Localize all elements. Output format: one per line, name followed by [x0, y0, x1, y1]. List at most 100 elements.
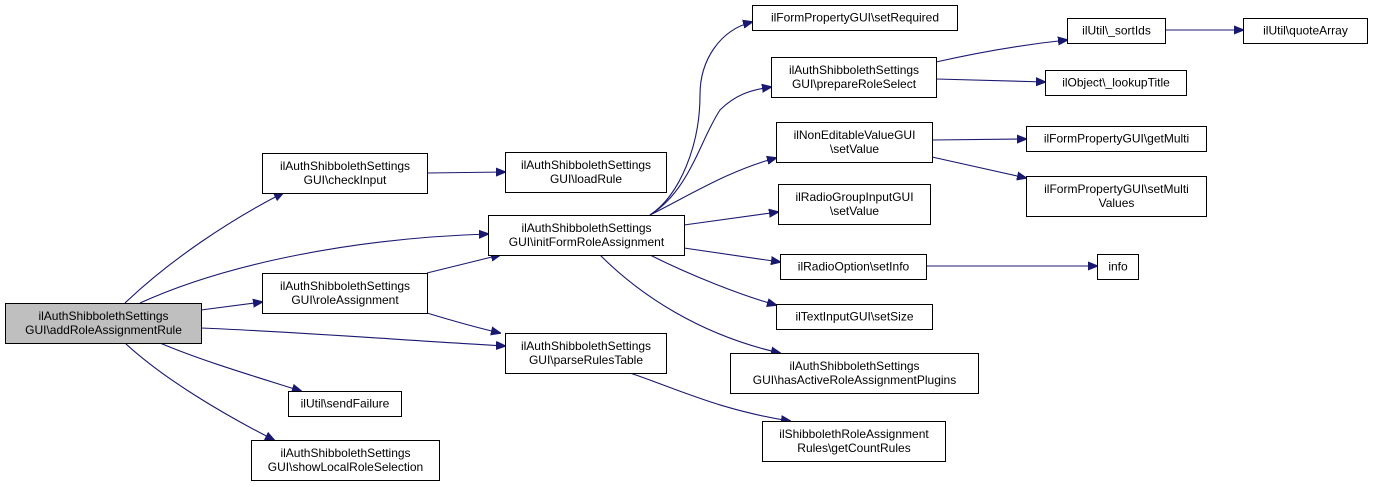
edge-n0-n2 [139, 234, 488, 304]
edge-n0-n6 [124, 342, 274, 440]
node-box [1045, 70, 1187, 96]
node-label-line: GUI\hasActiveRoleAssignmentPlugins [753, 373, 956, 387]
edge-n9-n18 [935, 79, 1045, 82]
node-n21[interactable]: info [1097, 254, 1139, 280]
node-box [730, 353, 979, 394]
node-box [776, 122, 933, 163]
edge-n3-n2 [426, 255, 500, 274]
node-n10[interactable]: ilNonEditableValueGUI\setValue [776, 122, 933, 163]
node-label-line: ilAuthShibbolethSettings [280, 279, 410, 293]
edge-n10-n20 [931, 156, 1026, 178]
node-label-line: GUI\initFormRoleAssignment [509, 235, 665, 249]
node-label-line: Rules\getCountRules [797, 441, 910, 455]
node-label-line: ilFormPropertyGUI\setRequired [771, 11, 939, 25]
node-label-line: ilObject\_lookupTitle [1062, 76, 1170, 90]
node-n9[interactable]: ilAuthShibbolethSettingsGUI\prepareRoleS… [771, 57, 937, 98]
node-label-line: ilRadioGroupInputGUI [795, 190, 913, 204]
node-box [488, 215, 685, 256]
node-label-line: \setValue [830, 204, 879, 218]
node-box [5, 303, 202, 344]
edge-n10-n19 [931, 139, 1026, 140]
node-n0[interactable]: ilAuthShibbolethSettingsGUI\addRoleAssig… [5, 303, 202, 344]
edge-n2-n9 [649, 87, 771, 216]
node-box [771, 57, 937, 98]
node-n14[interactable]: ilAuthShibbolethSettingsGUI\hasActiveRol… [730, 353, 979, 394]
node-label-line: ilUtil\sendFailure [301, 397, 390, 411]
node-n19[interactable]: ilFormPropertyGUI\getMulti [1026, 126, 1207, 152]
node-label-line: GUI\loadRule [550, 172, 622, 186]
node-label-line: ilAuthShibbolethSettings [521, 221, 651, 235]
node-box [505, 333, 667, 374]
node-box [778, 184, 931, 225]
edge-n2-n12 [683, 247, 780, 262]
node-box [776, 304, 933, 330]
edge-n3-n4 [426, 312, 500, 333]
node-n11[interactable]: ilRadioGroupInputGUI\setValue [778, 184, 931, 225]
edge-n0-n5 [159, 342, 301, 391]
edge-n4-n15 [629, 372, 790, 421]
node-n12[interactable]: ilRadioOption\setInfo [780, 254, 927, 280]
node-label-line: \setValue [830, 142, 879, 156]
node-label-line: Values [1099, 196, 1135, 210]
node-label-line: ilUtil\quoteArray [1263, 24, 1348, 38]
edge-n1-n7 [426, 172, 505, 173]
node-n2[interactable]: ilAuthShibbolethSettingsGUI\initFormRole… [488, 215, 685, 256]
nodes-layer: ilAuthShibbolethSettingsGUI\addRoleAssig… [5, 5, 1368, 481]
node-box [780, 254, 927, 280]
node-box [251, 440, 440, 481]
node-label-line: ilShibbolethRoleAssignment [779, 427, 929, 441]
node-n17[interactable]: ilUtil\quoteArray [1243, 18, 1368, 44]
node-label-line: GUI\checkInput [304, 173, 387, 187]
node-label-line: ilAuthShibbolethSettings [280, 159, 410, 173]
edge-n0-n3 [200, 302, 262, 311]
node-label-line: GUI\addRoleAssignmentRule [25, 323, 182, 337]
node-label-line: GUI\showLocalRoleSelection [268, 460, 423, 474]
node-box [1243, 18, 1368, 44]
node-box [1026, 126, 1207, 152]
node-label-line: GUI\prepareRoleSelect [792, 77, 917, 91]
node-label-line: ilAuthShibbolethSettings [521, 339, 651, 353]
node-box [505, 152, 667, 193]
node-n15[interactable]: ilShibbolethRoleAssignmentRules\getCount… [762, 421, 946, 462]
node-n8[interactable]: ilFormPropertyGUI\setRequired [752, 5, 958, 31]
node-n6[interactable]: ilAuthShibbolethSettingsGUI\showLocalRol… [251, 440, 440, 481]
node-n16[interactable]: ilUtil\_sortIds [1067, 18, 1166, 44]
node-n3[interactable]: ilAuthShibbolethSettingsGUI\roleAssignme… [262, 273, 428, 314]
node-label-line: ilAuthShibbolethSettings [38, 309, 168, 323]
node-label-line: ilNonEditableValueGUI [794, 128, 916, 142]
node-label-line: ilAuthShibbolethSettings [521, 158, 651, 172]
node-label-line: ilTextInputGUI\setSize [795, 310, 913, 324]
edge-n2-n13 [649, 254, 776, 305]
node-label-line: info [1108, 260, 1128, 274]
node-label-line: GUI\roleAssignment [291, 293, 399, 307]
edge-n2-n10 [649, 158, 776, 216]
node-box [262, 273, 428, 314]
node-label-line: ilRadioOption\setInfo [798, 260, 910, 274]
node-n13[interactable]: ilTextInputGUI\setSize [776, 304, 933, 330]
node-label-line: ilAuthShibbolethSettings [789, 359, 919, 373]
node-label-line: ilAuthShibbolethSettings [280, 446, 410, 460]
node-label-line: ilFormPropertyGUI\getMulti [1044, 132, 1189, 146]
node-label-line: GUI\parseRulesTable [529, 353, 643, 367]
edge-n2-n8 [649, 22, 752, 216]
edges-layer [124, 22, 1243, 440]
node-box [752, 5, 958, 31]
node-box [1067, 18, 1166, 44]
edge-n9-n16 [935, 40, 1067, 63]
node-box [762, 421, 946, 462]
node-box [1026, 176, 1207, 217]
node-box [1097, 254, 1139, 280]
edge-n0-n4 [200, 327, 505, 346]
node-n5[interactable]: ilUtil\sendFailure [288, 391, 402, 417]
node-label-line: ilFormPropertyGUI\setMulti [1044, 182, 1189, 196]
node-n4[interactable]: ilAuthShibbolethSettingsGUI\parseRulesTa… [505, 333, 667, 374]
node-label-line: ilUtil\_sortIds [1082, 24, 1151, 38]
node-n18[interactable]: ilObject\_lookupTitle [1045, 70, 1187, 96]
edge-n2-n11 [683, 212, 778, 226]
node-box [288, 391, 402, 417]
node-label-line: ilAuthShibbolethSettings [789, 63, 919, 77]
